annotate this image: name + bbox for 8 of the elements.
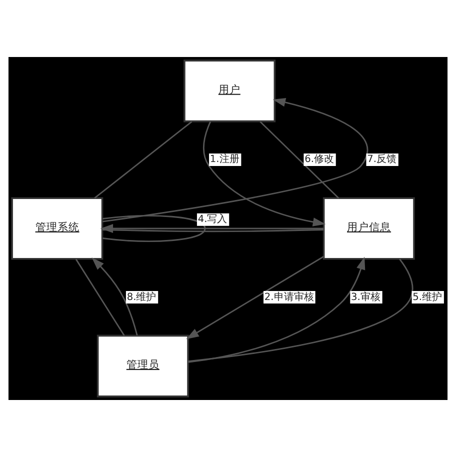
edge-label: 6.修改	[304, 154, 334, 166]
edge-label: 1.注册	[210, 154, 240, 166]
edge-label: 7.反馈	[367, 154, 396, 166]
edge-label: 5.维护	[412, 292, 442, 303]
edge-label: 3.审核	[351, 292, 380, 303]
edge-label: 4.写入	[198, 214, 228, 226]
edge-label: 8.维护	[126, 292, 156, 303]
edge-label: 2.申请审核	[264, 292, 314, 303]
